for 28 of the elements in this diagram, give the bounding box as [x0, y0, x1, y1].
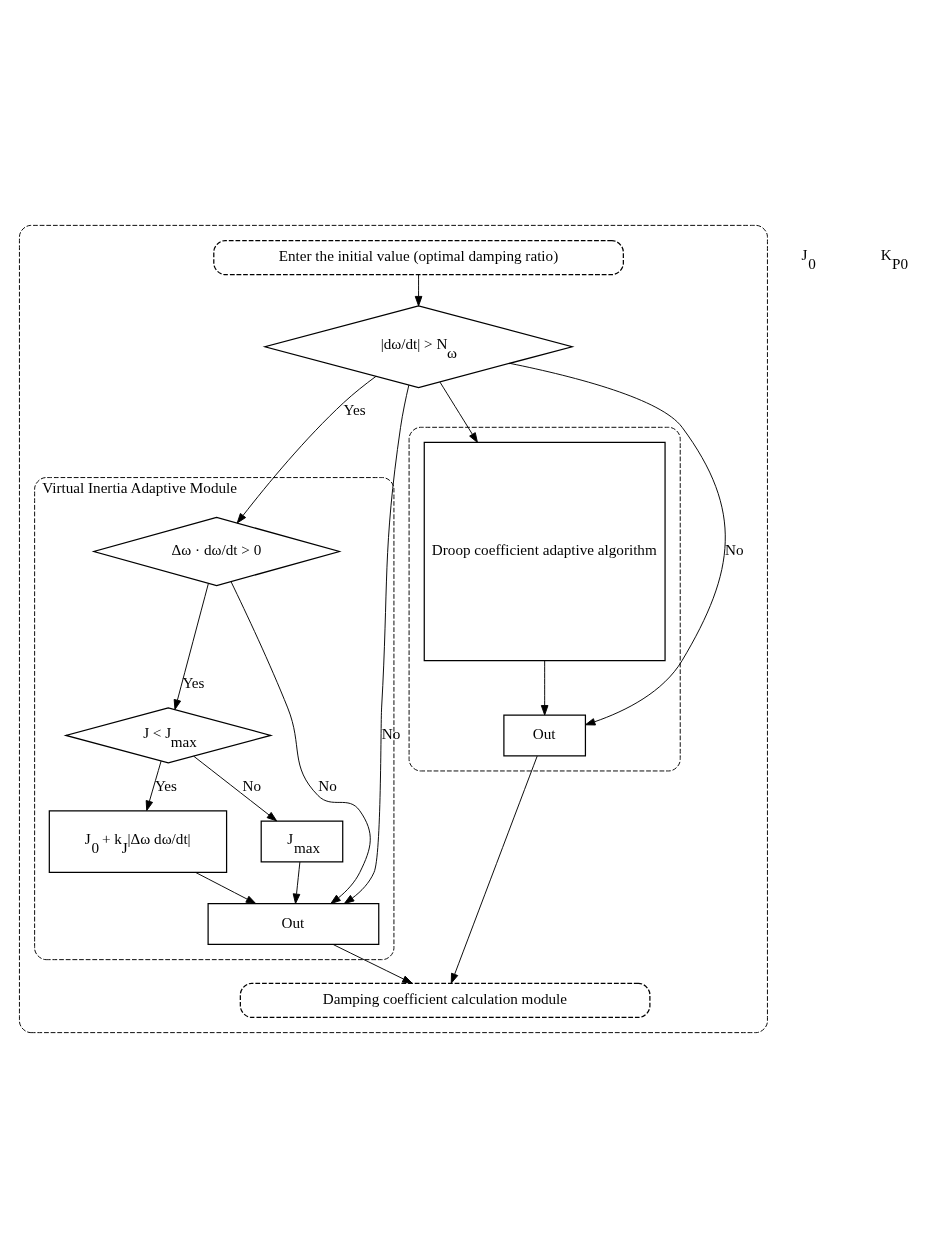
node-diamond: Δω · dω/dt > 0: [91, 516, 342, 586]
edge-label: No: [725, 540, 744, 558]
arrow: [195, 871, 257, 904]
arrow: [173, 582, 209, 710]
arrow: [236, 375, 377, 523]
arrow: [450, 755, 538, 984]
cluster: [408, 426, 681, 771]
arrow: [145, 760, 162, 811]
arrow: [509, 362, 726, 725]
node-box: Out: [503, 713, 587, 756]
node-box: Out: [207, 902, 380, 945]
arrow: [230, 580, 371, 904]
edge-label: Yes: [182, 673, 205, 691]
edge-label: Yes: [154, 776, 177, 794]
edge-label: No: [318, 776, 337, 794]
arrow: [343, 384, 410, 904]
edge-label: No: [381, 724, 401, 742]
arrow: [414, 274, 423, 306]
arrow: [439, 381, 478, 443]
arrow: [540, 659, 549, 715]
node-box: Damping coefficient calculation module: [239, 982, 651, 1018]
arrow: [193, 755, 278, 821]
edge-label: Yes: [343, 400, 366, 418]
node-box: Droop coefficient adaptive algorithm: [423, 441, 666, 661]
edge-label: No: [242, 776, 261, 794]
arrow: [292, 861, 301, 904]
cluster: [18, 224, 768, 1033]
node-box: Enter the initial value (optimal damping ratio): [213, 239, 624, 275]
